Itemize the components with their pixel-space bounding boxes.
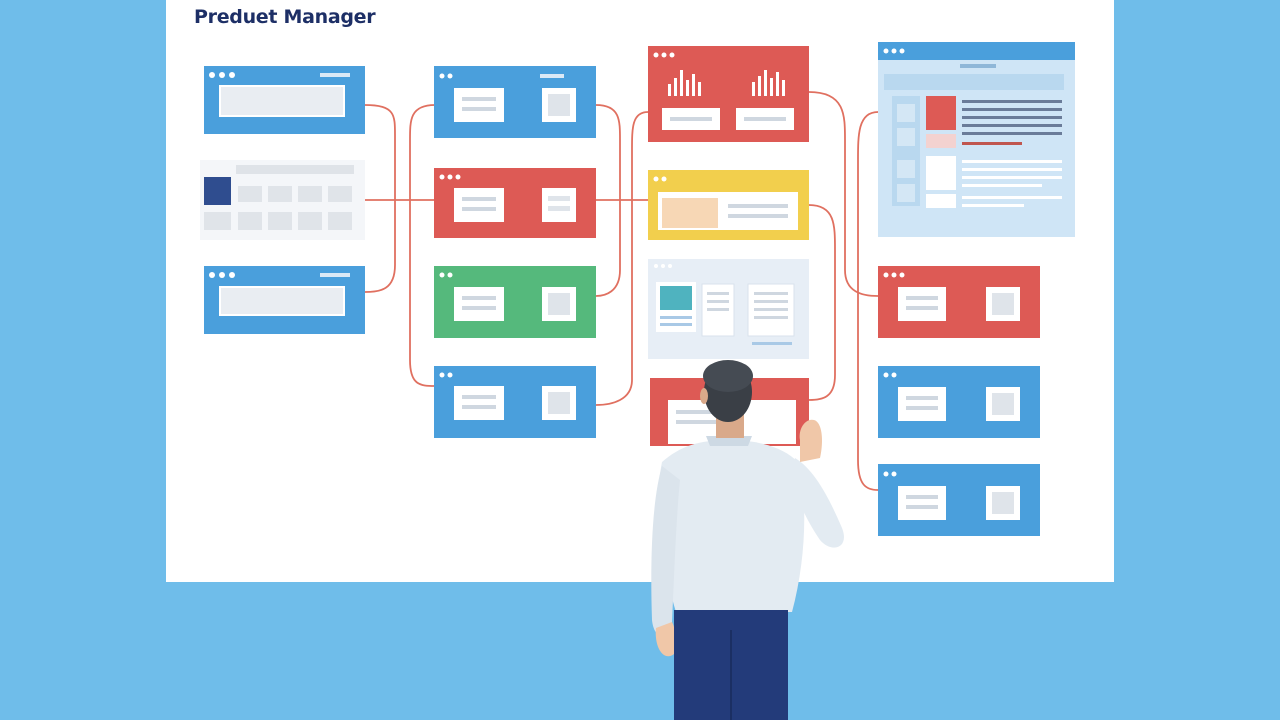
flow-card-blue (204, 266, 365, 334)
raised-arm (790, 458, 844, 548)
flow-card-blue (434, 66, 596, 138)
board-title: Preduet Manager (194, 6, 376, 28)
flow-card-red (434, 168, 596, 238)
connector-col3-lower (808, 204, 836, 401)
document-card (648, 259, 809, 359)
torso (658, 440, 805, 612)
hand (799, 419, 822, 462)
browser-window-card (878, 42, 1075, 237)
person-figure (651, 360, 844, 720)
connectors (364, 91, 879, 491)
chart-card-red (648, 46, 809, 142)
left-arm (651, 466, 680, 637)
grid-card (200, 160, 365, 240)
flow-card-green (434, 266, 596, 338)
connector-col3-left (595, 111, 649, 406)
connector-col1 (364, 104, 396, 293)
flow-card-blue (878, 464, 1040, 536)
connector-col4 (857, 111, 879, 491)
left-hand (655, 622, 677, 657)
flow-card-red (878, 266, 1040, 338)
connector-col3-right (808, 91, 879, 297)
flow-card-blue (204, 66, 365, 134)
flow-card-blue (434, 366, 596, 438)
flow-card-yellow (648, 170, 809, 240)
bar-chart-icon (668, 70, 701, 96)
flow-card-blue (878, 366, 1040, 438)
connector-col2-left (409, 104, 436, 387)
bar-chart-icon (752, 70, 785, 96)
connector-col2-right (595, 104, 621, 297)
